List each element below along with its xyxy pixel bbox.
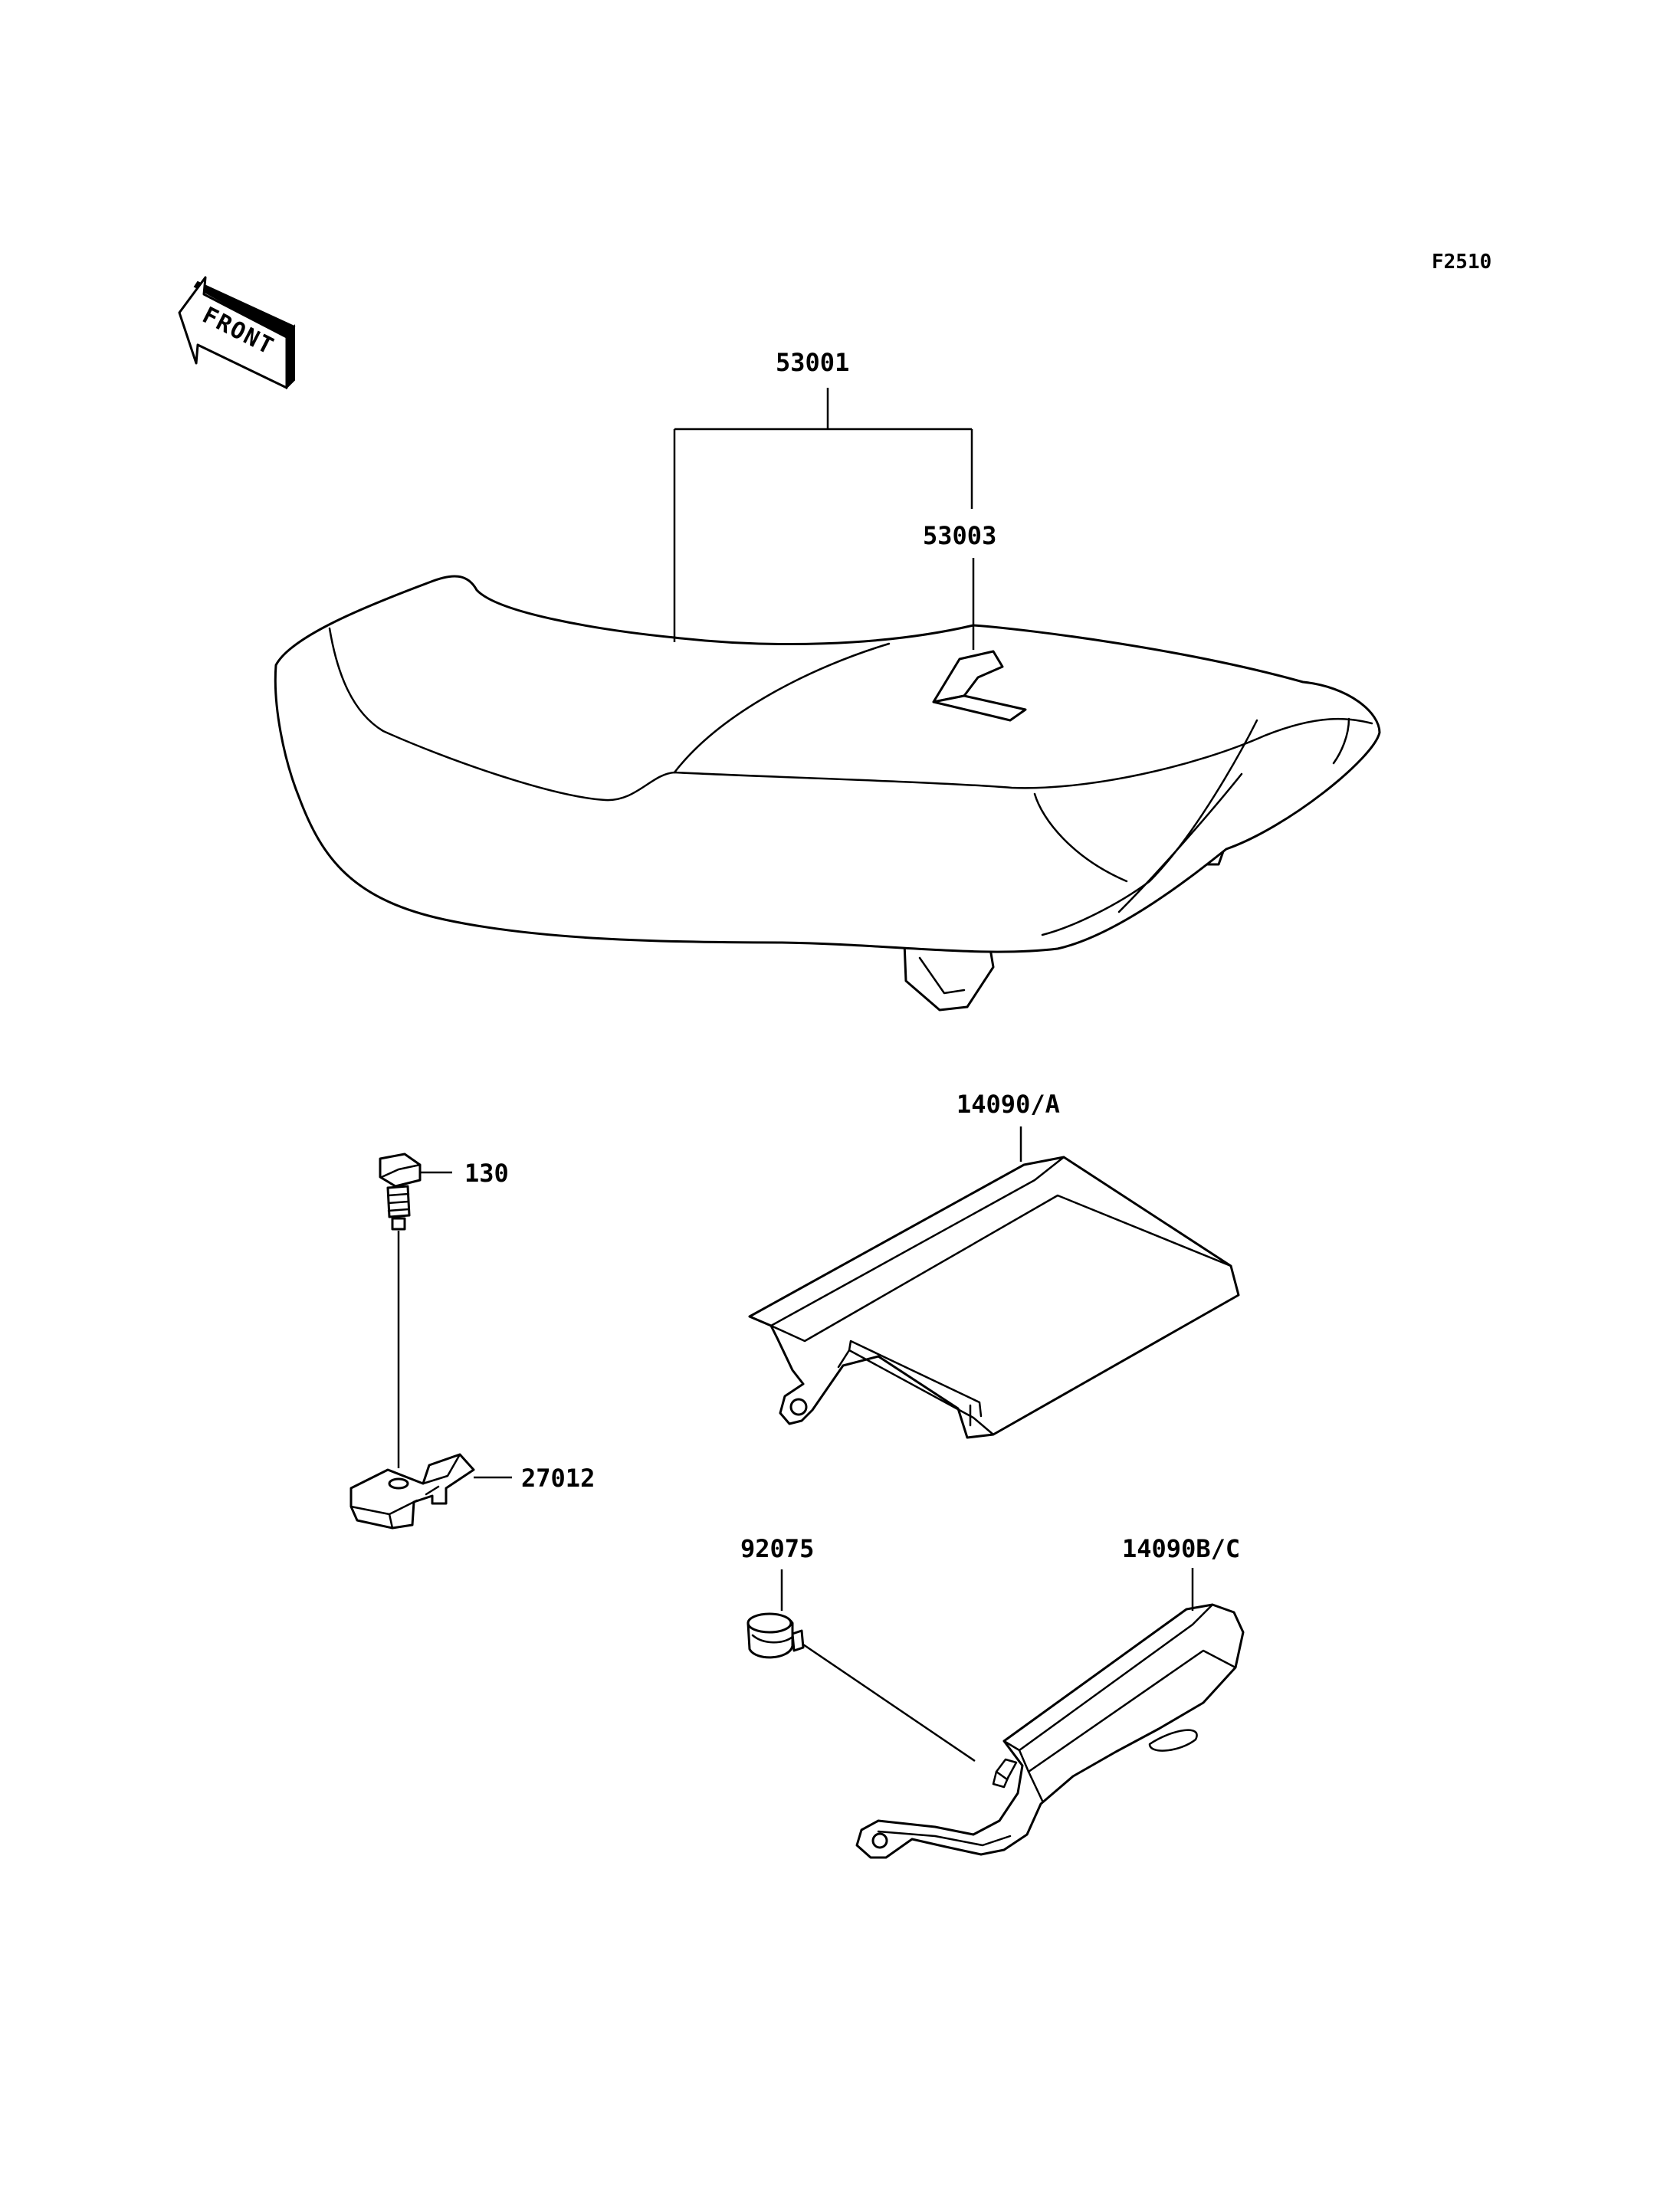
- callout-27012[interactable]: 27012: [521, 1464, 595, 1493]
- side-cover-bc[interactable]: [855, 1603, 1245, 1859]
- seat-assembly[interactable]: [274, 575, 1381, 1012]
- callout-92075[interactable]: 92075: [740, 1534, 814, 1563]
- seat-bracket[interactable]: [349, 1453, 475, 1530]
- grommet[interactable]: [746, 1612, 805, 1659]
- callout-14090-a[interactable]: 14090/A: [956, 1090, 1060, 1119]
- bolt[interactable]: [379, 1153, 422, 1231]
- figure-code: F2510: [1432, 251, 1491, 274]
- leader-seat-assembly: [673, 388, 973, 642]
- grommet-to-cover-line: [802, 1643, 976, 1763]
- callout-130[interactable]: 130: [464, 1159, 509, 1188]
- front-direction-arrow-icon: FRONT: [178, 276, 296, 390]
- callout-53001[interactable]: 53001: [776, 348, 849, 377]
- callout-14090b-c[interactable]: 14090B/C: [1122, 1534, 1240, 1563]
- rear-cover-a[interactable]: [748, 1156, 1240, 1439]
- callout-53003[interactable]: 53003: [923, 521, 996, 550]
- seat-strap[interactable]: [932, 650, 1027, 722]
